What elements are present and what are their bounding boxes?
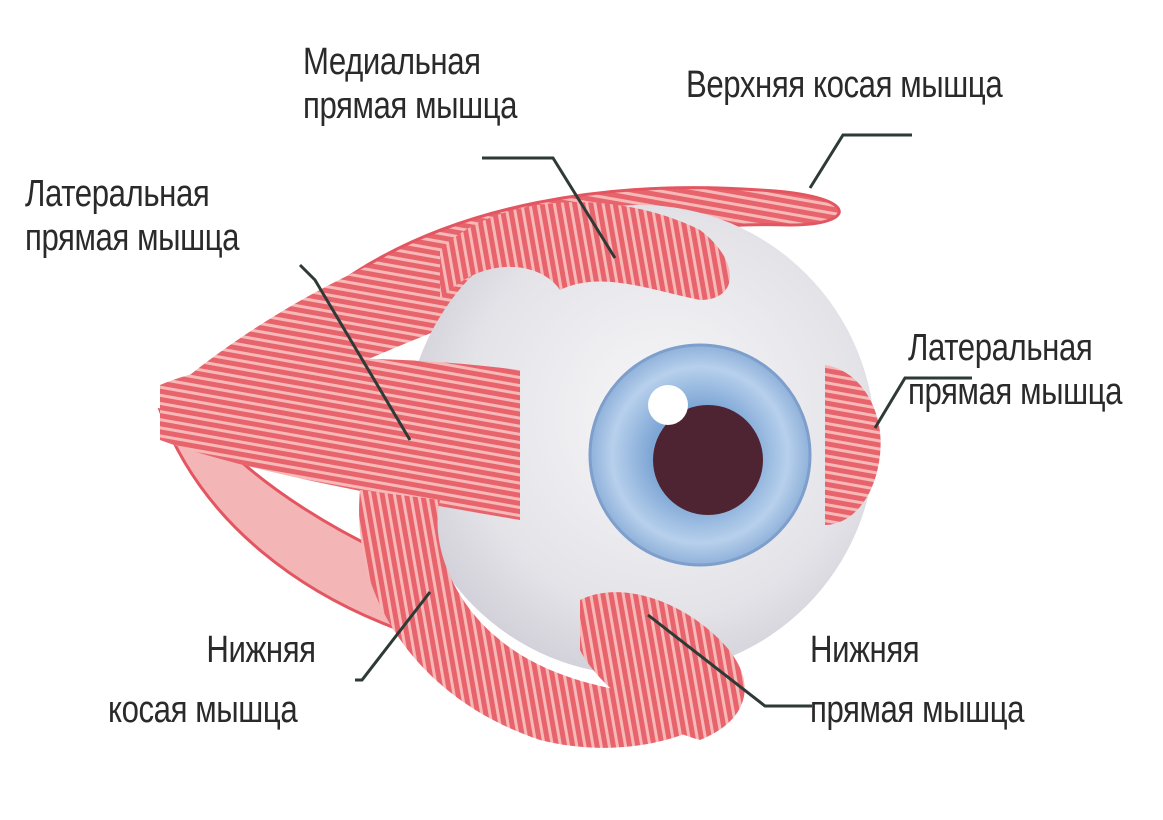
inferior-rectus-muscle	[580, 592, 745, 740]
pupil	[653, 405, 763, 515]
leader-line-lateral-rectus-right	[873, 376, 972, 429]
label-line: прямая мышца	[303, 85, 518, 127]
label-line: Нижняя	[206, 629, 316, 671]
label-line: прямая мышца	[908, 371, 1123, 413]
label-line: Медиальная	[303, 41, 481, 83]
label-line: прямая мышца	[810, 689, 1025, 731]
label-line: прямая мышца	[25, 217, 240, 259]
leader-line-inferior-oblique	[355, 591, 432, 682]
leader-line-inferior-rectus	[647, 613, 812, 708]
label-superior-oblique: Верхняя косая мышца	[686, 64, 1003, 106]
label-line: косая мышца	[108, 689, 298, 731]
label-inferior-rectus: Нижняя прямая мышца	[810, 628, 1024, 732]
label-lateral-rectus-right: Латеральная прямая мышца	[908, 326, 1122, 414]
label-line: Нижняя	[810, 629, 920, 671]
leader-line-medial-rectus	[482, 156, 617, 259]
label-line: Латеральная	[25, 173, 210, 215]
label-line: Латеральная	[908, 327, 1093, 369]
light-reflection	[648, 385, 688, 425]
label-medial-rectus: Медиальная прямая мышца	[303, 40, 517, 128]
lateral-rectus-muscle-right	[825, 365, 881, 525]
medial-rectus-muscle	[440, 202, 730, 300]
leader-line-superior-oblique	[808, 133, 912, 189]
label-inferior-oblique: Нижняя косая мышца	[108, 628, 316, 732]
label-lateral-rectus-left: Латеральная прямая мышца	[25, 172, 239, 260]
lateral-rectus-muscle-left	[160, 358, 520, 520]
inferior-oblique-muscle	[359, 490, 740, 748]
leader-line-lateral-rectus-left	[298, 263, 412, 441]
